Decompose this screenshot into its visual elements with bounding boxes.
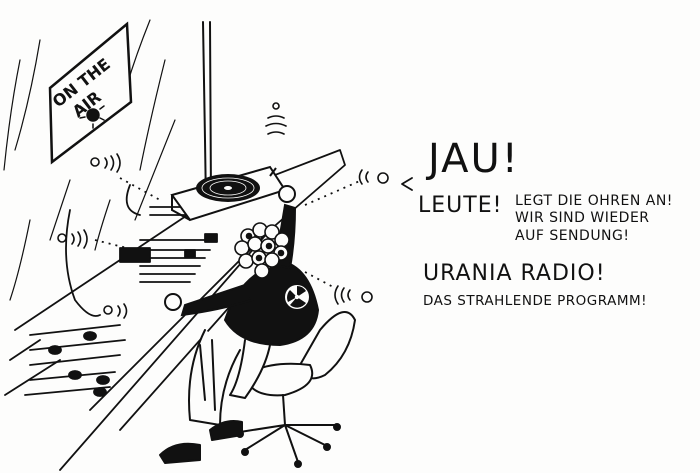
- speech-line-3: AUF SENDUNG!: [515, 228, 630, 244]
- speech-dotted-lines: [94, 177, 363, 289]
- exclaim-text: JAU!: [425, 136, 520, 182]
- speech-text: JAU! LEUTE! LEGT DIE OHREN AN! WIR SIND …: [418, 136, 673, 244]
- lamp-icon: [79, 105, 105, 129]
- radiation-icon: [285, 285, 309, 309]
- station-slogan: DAS STRAHLENDE PROGRAMM!: [423, 293, 647, 309]
- speech-line-2: WIR SIND WIEDER: [515, 210, 650, 226]
- arm: [180, 283, 254, 317]
- curly-hair-head: [234, 222, 290, 279]
- wall-hatching: [3, 19, 176, 301]
- turntable: [170, 165, 287, 222]
- pointer-mark: [401, 177, 413, 191]
- on-air-sign: ON THE AIR: [48, 21, 133, 165]
- legs: [159, 329, 271, 464]
- sound-wave-icons: [57, 102, 389, 319]
- greeting-text: LEUTE!: [418, 193, 502, 218]
- speech-line-1: LEGT DIE OHREN AN!: [515, 193, 673, 209]
- station-name: URANIA RADIO!: [423, 261, 606, 286]
- hand: [164, 293, 182, 311]
- station-text: URANIA RADIO! DAS STRAHLENDE PROGRAMM!: [423, 261, 647, 309]
- dj-character: [159, 185, 356, 468]
